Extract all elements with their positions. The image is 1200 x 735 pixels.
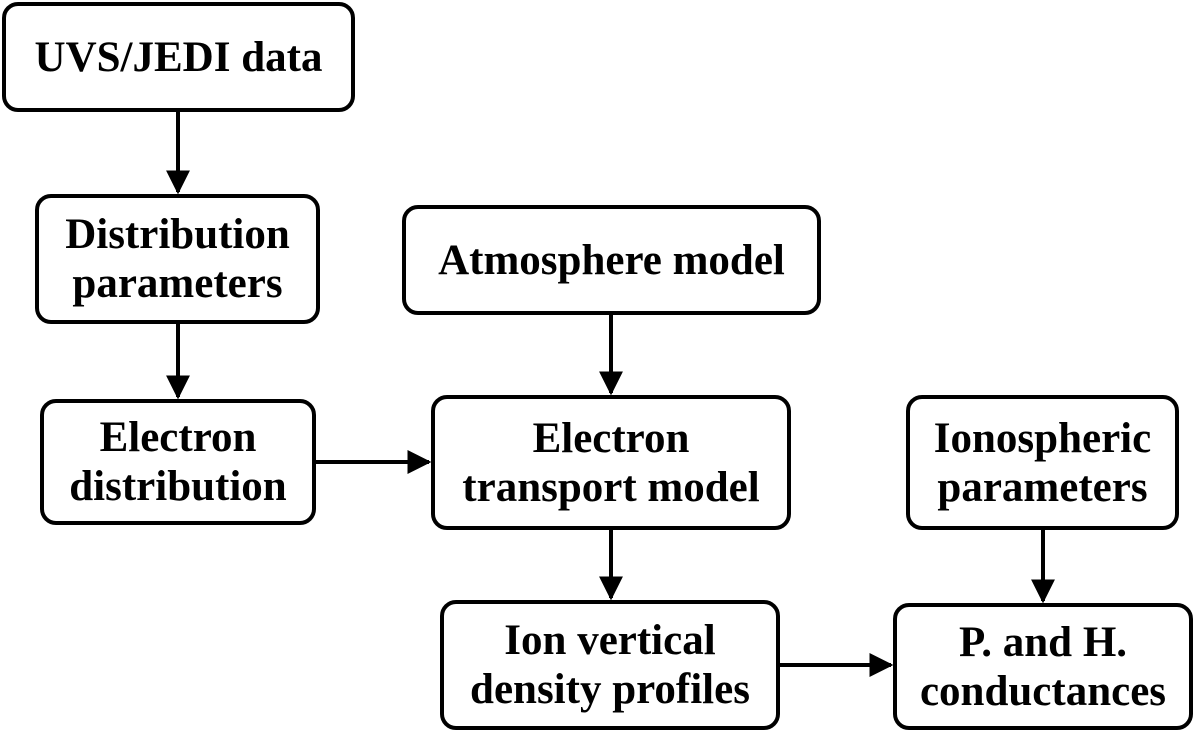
node-label-line: UVS/JEDI data	[34, 33, 323, 81]
node-label: Distribution parameters	[65, 210, 290, 308]
node-label-line: transport model	[462, 463, 760, 511]
node-label: Electron distribution	[69, 413, 286, 511]
node-label-line: density profiles	[470, 666, 750, 713]
node-label-line: Ion vertical	[504, 617, 716, 664]
node-label: Electron transport model	[462, 414, 759, 512]
node-label: P. and H. conductances	[920, 618, 1166, 716]
node-label: Atmosphere model	[438, 236, 785, 285]
node-label-line: parameters	[937, 463, 1148, 511]
node-label-line: parameters	[72, 260, 283, 307]
node-label-line: conductances	[919, 667, 1167, 715]
node-distribution-parameters: Distribution parameters	[35, 194, 320, 324]
node-electron-transport-model: Electron transport model	[431, 395, 791, 530]
node-label-line: Atmosphere model	[438, 236, 785, 284]
node-label-line: distribution	[69, 463, 287, 510]
node-label-line: P. and H.	[958, 618, 1128, 666]
node-uvs-jedi-data: UVS/JEDI data	[2, 2, 355, 112]
node-label-line: Distribution	[65, 211, 290, 258]
node-atmosphere-model: Atmosphere model	[402, 205, 821, 315]
node-electron-distribution: Electron distribution	[40, 399, 316, 525]
node-conductances: P. and H. conductances	[893, 603, 1193, 730]
node-ion-vertical-density-profiles: Ion vertical density profiles	[440, 600, 780, 730]
node-label: UVS/JEDI data	[35, 33, 323, 82]
node-label-line: Electron	[532, 414, 690, 462]
node-label: Ion vertical density profiles	[470, 616, 750, 714]
node-label-line: Ionospheric	[933, 414, 1152, 462]
node-ionospheric-parameters: Ionospheric parameters	[906, 395, 1179, 530]
node-label: Ionospheric parameters	[934, 414, 1151, 512]
node-label-line: Electron	[99, 414, 257, 461]
